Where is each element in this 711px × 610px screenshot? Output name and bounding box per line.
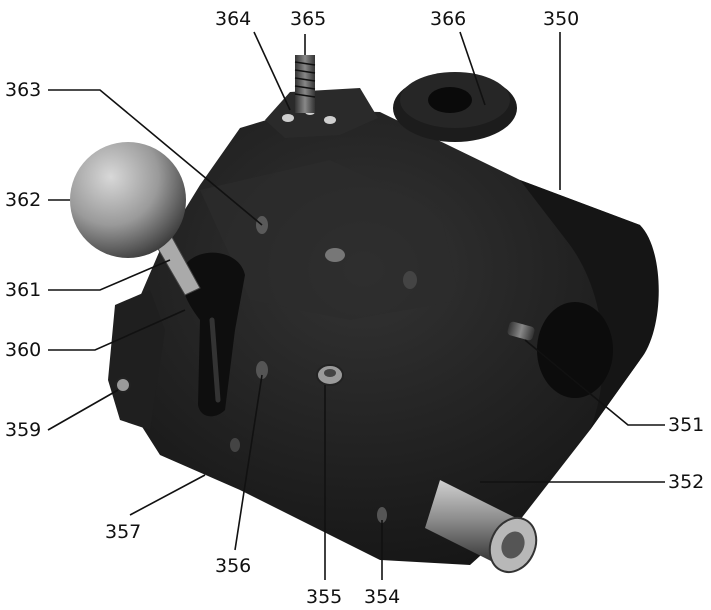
top-mount-plate [265, 88, 378, 138]
leader-360 [48, 309, 186, 351]
port-right [403, 271, 417, 289]
leader-359 [47, 389, 119, 431]
port-354 [377, 507, 387, 523]
port-356 [256, 361, 268, 379]
lever-slot [209, 317, 221, 403]
callout-357: 357 [105, 521, 141, 543]
leader-356 [234, 374, 263, 551]
leader-357 [129, 474, 206, 516]
stud-shaft [295, 55, 315, 113]
top-boss-bore [428, 87, 472, 113]
stud-threads [294, 61, 316, 98]
valve-housing [108, 72, 659, 565]
callout-366: 366 [430, 8, 466, 30]
ball-knob [70, 142, 186, 258]
screw-351 [507, 321, 535, 341]
callout-365: 365 [290, 8, 326, 30]
callout-362: 362 [5, 189, 41, 211]
leader-363 [48, 89, 263, 226]
leader-366 [459, 31, 486, 106]
callout-359: 359 [5, 419, 41, 441]
callout-363: 363 [5, 79, 41, 101]
callout-351: 351 [668, 414, 704, 436]
callout-364: 364 [215, 8, 251, 30]
lever-assembly [70, 142, 245, 417]
callout-354: 354 [364, 586, 400, 608]
housing-right-opening [537, 302, 613, 398]
plate-hole-right [324, 116, 336, 124]
callout-360: 360 [5, 339, 41, 361]
callout-356: 356 [215, 555, 251, 577]
output-shaft [425, 480, 538, 574]
port-center [325, 248, 345, 262]
shaft-bore [501, 531, 525, 559]
callout-361: 361 [5, 279, 41, 301]
housing-right-cylinder [520, 180, 659, 430]
plate-hole-left [282, 114, 294, 122]
callout-355: 355 [306, 586, 342, 608]
lug-bolt-359 [115, 377, 131, 393]
callout-labels: 364 365 366 350 363 362 361 360 359 357 … [5, 8, 704, 608]
screw-355 [316, 364, 344, 386]
housing-front-face [200, 160, 460, 320]
callout-352: 352 [668, 471, 704, 493]
leader-361 [48, 259, 171, 291]
leader-364 [253, 31, 291, 111]
leader-lines [47, 31, 665, 580]
threaded-stud [294, 55, 316, 113]
port-lower-left [230, 438, 240, 452]
leader-351 [524, 339, 665, 426]
callout-350: 350 [543, 8, 579, 30]
